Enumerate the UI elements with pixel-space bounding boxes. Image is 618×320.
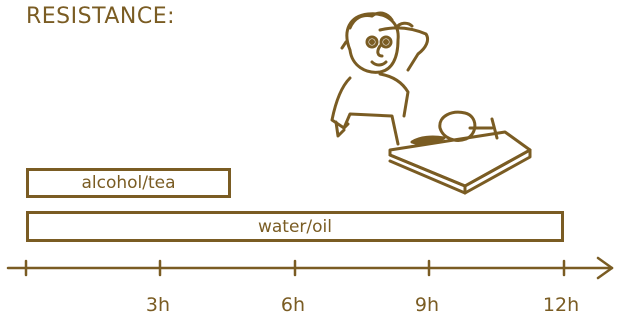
person-pointing-hand — [334, 120, 350, 138]
tick-label-3h: 3h — [145, 294, 171, 316]
bar-alcohol-tea: alcohol/tea — [26, 168, 231, 198]
wine-glass-base — [490, 117, 499, 140]
wine-glass-bowl — [438, 110, 477, 142]
table-front-left — [388, 153, 467, 195]
tick-label-9h: 9h — [414, 294, 440, 316]
tick-label-12h: 12h — [542, 294, 580, 316]
diagram-title: RESISTANCE: — [26, 4, 176, 29]
wine-spill — [410, 135, 446, 146]
person-torso — [330, 76, 400, 146]
axis-arrowhead — [596, 256, 614, 280]
table-front-right — [463, 148, 532, 195]
bar-alcohol-tea-label: alcohol/tea — [81, 173, 176, 193]
bar-water-oil: water/oil — [26, 211, 564, 242]
tick-label-6h: 6h — [280, 294, 306, 316]
bar-water-oil-label: water/oil — [257, 216, 332, 237]
